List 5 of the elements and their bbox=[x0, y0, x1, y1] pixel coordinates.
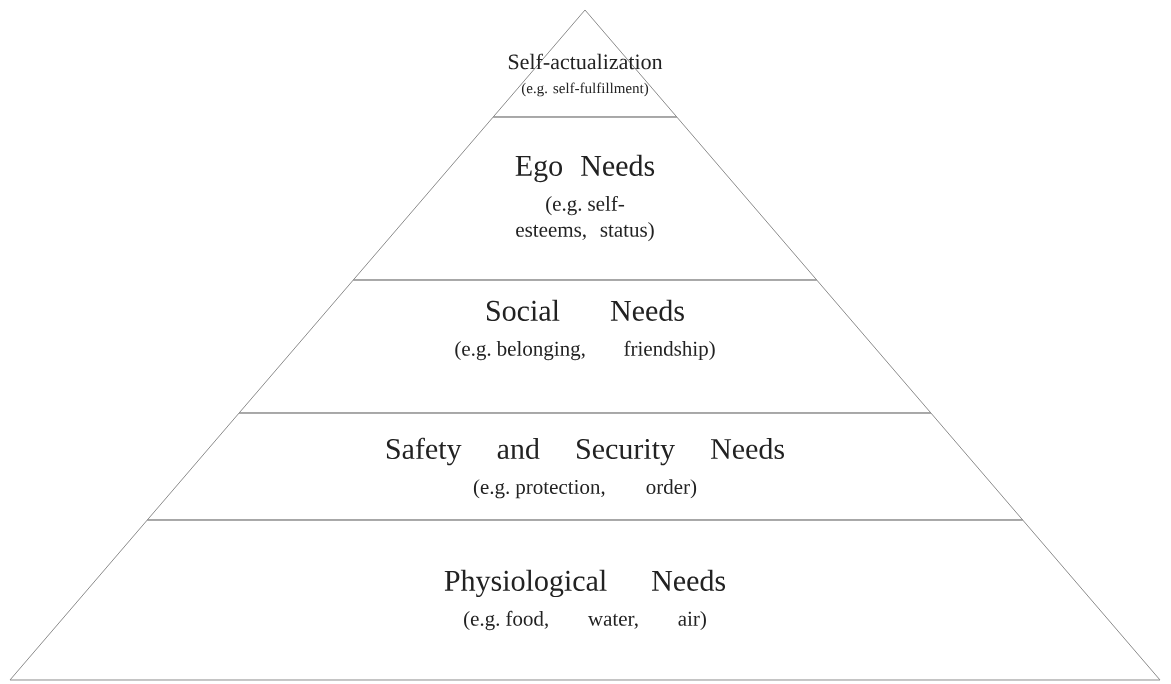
pyramid-level: Safety and Security Needs (e.g. protection, order) bbox=[146, 412, 1024, 521]
pyramid-level: Ego Needs (e.g. self-esteems, status) bbox=[352, 116, 818, 281]
pyramid-level: Self-actualization (e.g. self-fulfillment) bbox=[492, 9, 678, 118]
pyramid-level: Social Needs (e.g. belonging, friendship) bbox=[238, 279, 932, 414]
pyramid-level: Physiological Needs (e.g. food, water, air) bbox=[9, 519, 1161, 681]
